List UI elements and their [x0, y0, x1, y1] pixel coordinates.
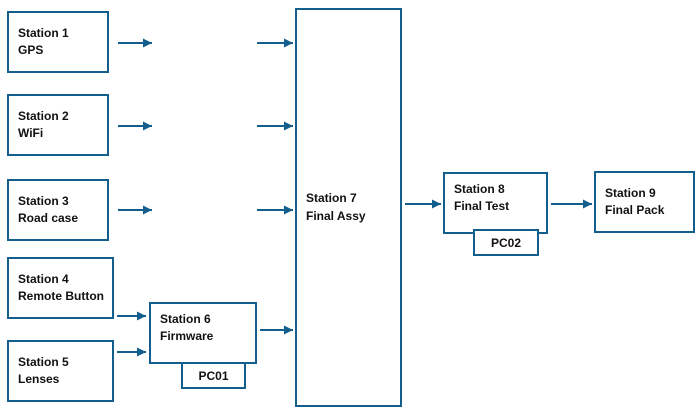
station-7-title: Station 7: [306, 191, 357, 206]
station-2-subtitle: WiFi: [18, 126, 44, 140]
station-8-title: Station 8: [454, 181, 505, 196]
station-9-title: Station 9: [605, 185, 656, 200]
pc02-tag: PC02: [473, 229, 539, 256]
station-2-title: Station 2: [18, 108, 69, 123]
station-1-box: Station 1 GPS: [7, 11, 109, 73]
station-5-box: Station 5 Lenses: [7, 340, 114, 402]
station-2-box: Station 2 WiFi: [7, 94, 109, 156]
station-3-subtitle: Road case: [18, 211, 79, 225]
station-9-box: Station 9 Final Pack: [594, 171, 695, 233]
station-3-title: Station 3: [18, 193, 69, 208]
station-5-subtitle: Lenses: [18, 372, 60, 386]
station-1-title: Station 1: [18, 25, 69, 40]
station-6-title: Station 6: [160, 311, 211, 326]
station-6-subtitle: Firmware: [160, 329, 214, 343]
station-5-title: Station 5: [18, 354, 69, 369]
station-7-subtitle: Final Assy: [306, 208, 366, 223]
station-8-subtitle: Final Test: [454, 199, 510, 213]
station-3-box: Station 3 Road case: [7, 179, 109, 241]
station-9-subtitle: Final Pack: [605, 203, 665, 217]
station-4-title: Station 4: [18, 271, 69, 286]
station-8-box: Station 8 Final Test: [443, 172, 548, 234]
station-7-box: Station 7 Final Assy: [295, 8, 402, 407]
pc01-tag: PC01: [181, 362, 246, 389]
station-4-box: Station 4 Remote Button: [7, 257, 114, 319]
station-1-subtitle: GPS: [18, 43, 44, 57]
station-4-subtitle: Remote Button: [18, 289, 104, 303]
station-6-box: Station 6 Firmware: [149, 302, 257, 364]
